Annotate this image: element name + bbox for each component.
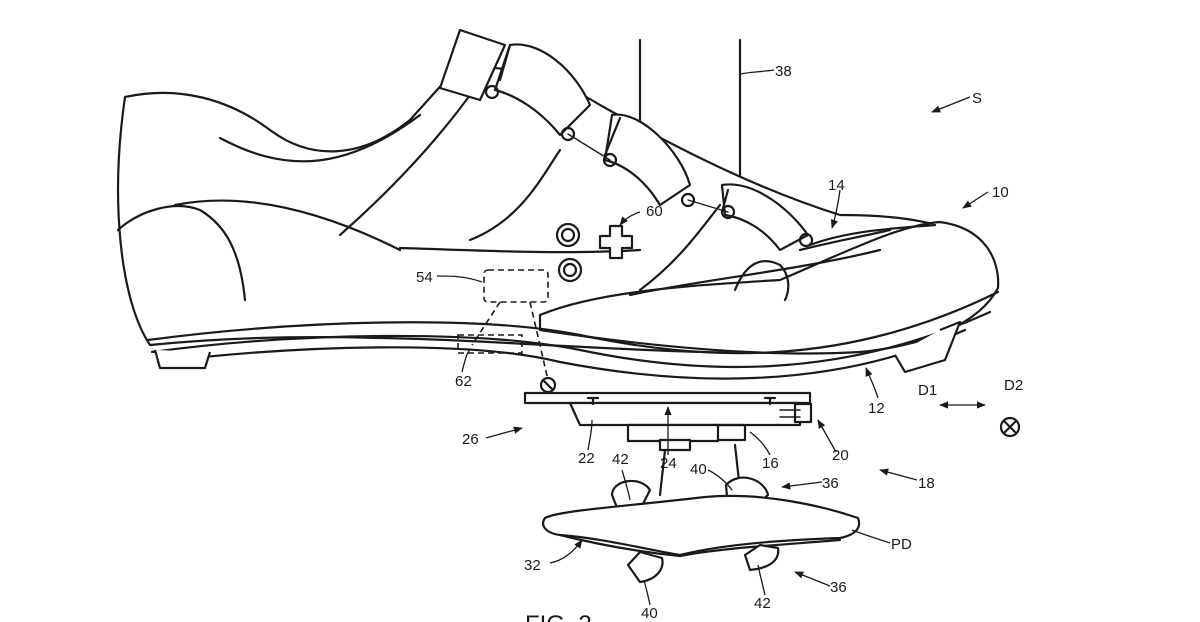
straps	[438, 28, 814, 252]
sensor-module	[483, 269, 549, 303]
label-24: 24	[660, 455, 677, 472]
label-10: 10	[992, 184, 1009, 201]
direction-indicators	[939, 401, 1021, 438]
label-18: 18	[918, 475, 935, 492]
label-S: S	[972, 90, 982, 107]
label-54: 54	[416, 269, 433, 286]
label-42-bottom: 42	[754, 595, 771, 612]
label-40-bottom: 40	[641, 605, 658, 622]
label-40-top: 40	[690, 461, 707, 478]
label-16: 16	[762, 455, 779, 472]
cleat-assembly	[523, 376, 813, 452]
label-D1: D1	[918, 382, 937, 399]
label-36-top: 36	[822, 475, 839, 492]
label-PD: PD	[891, 536, 912, 553]
label-60: 60	[646, 203, 663, 220]
label-32: 32	[524, 557, 541, 574]
label-20: 20	[832, 447, 849, 464]
label-42-top: 42	[612, 451, 629, 468]
label-12: 12	[868, 400, 885, 417]
wiring	[471, 301, 549, 381]
input-device	[555, 222, 634, 283]
label-36-bottom: 36	[830, 579, 847, 596]
sole	[146, 290, 1000, 380]
reference-labels: 38 S 14 10 60 54 62 12 D1 D2 26 22 24 16…	[416, 63, 1023, 622]
leader-lines	[436, 69, 989, 606]
label-D2: D2	[1004, 377, 1023, 394]
figure-caption: FIG. 2	[525, 611, 592, 622]
label-14: 14	[828, 177, 845, 194]
label-62: 62	[455, 373, 472, 390]
label-38: 38	[775, 63, 792, 80]
pedal	[542, 443, 861, 584]
label-26: 26	[462, 431, 479, 448]
label-22: 22	[578, 450, 595, 467]
